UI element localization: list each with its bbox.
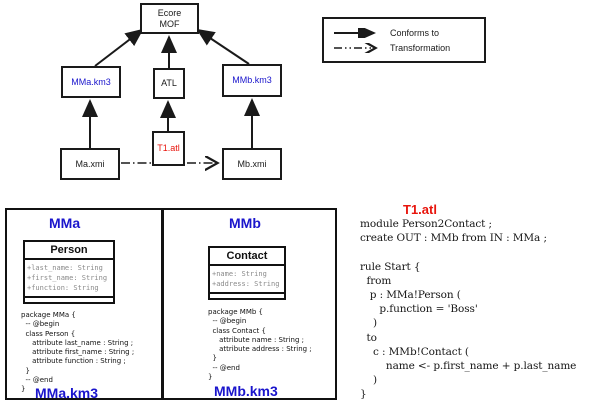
person-class-box: Person +last_name: String +first_name: S…: [23, 240, 115, 304]
node-atl-label: ATL: [161, 78, 177, 88]
contact-class-box: Contact +name: String +address: String: [208, 246, 286, 300]
person-class-name: Person: [25, 242, 113, 260]
mma-km3-code: package MMa { -- @begin class Person { a…: [21, 311, 135, 394]
solid-arrow-icon: [334, 27, 376, 38]
node-mmb-km3-label: MMb.km3: [232, 75, 272, 85]
node-atl: ATL: [153, 68, 185, 99]
mmb-title: MMb: [229, 215, 261, 231]
mmb-km3-code: package MMb { -- @begin class Contact { …: [208, 308, 312, 382]
panel-divider: [161, 210, 164, 398]
node-mmb-km3: MMb.km3: [222, 64, 282, 97]
node-t1-atl: T1.atl: [152, 131, 185, 166]
node-ma-xmi-label: Ma.xmi: [75, 158, 105, 169]
class-attribute: +address: String: [212, 280, 280, 288]
mma-km3-footer: MMa.km3: [35, 384, 99, 401]
arrow-mmakm3-to-ecore: [94, 28, 144, 67]
node-mma-km3: MMa.km3: [61, 66, 121, 98]
legend-conforms-label: Conforms to: [390, 27, 440, 38]
legend-row-conforms: Conforms to: [332, 27, 484, 38]
contact-attributes: +name: String +address: String: [210, 266, 284, 292]
mmb-section: MMb Contact +name: String +address: Stri…: [164, 210, 332, 398]
node-t1-atl-label: T1.atl: [157, 143, 180, 153]
mma-section: MMa Person +last_name: String +first_nam…: [7, 210, 161, 401]
node-ma-xmi: Ma.xmi: [60, 148, 120, 180]
dashdot-arrow-icon: [334, 43, 380, 53]
node-ecore-mof-label: Ecore MOF: [157, 7, 182, 29]
node-ecore-mof: Ecore MOF: [140, 3, 199, 34]
class-attribute: +name: String: [212, 270, 267, 278]
person-operations-compartment: [25, 296, 113, 302]
legend-box: Conforms to Transformation: [322, 17, 486, 63]
person-attributes: +last_name: String +first_name: String +…: [25, 260, 113, 296]
mmb-km3-footer: MMb.km3: [214, 383, 278, 400]
metamodel-panel: MMa Person +last_name: String +first_nam…: [5, 208, 337, 400]
mma-title: MMa: [49, 215, 81, 231]
atl-listing-code: module Person2Contact ; create OUT : MMb…: [360, 218, 577, 401]
class-attribute: +function: String: [27, 284, 99, 292]
legend-row-transformation: Transformation: [332, 42, 484, 53]
class-attribute: +last_name: String: [27, 264, 103, 272]
atl-listing-title: T1.atl: [403, 202, 437, 217]
legend-transformation-label: Transformation: [390, 42, 451, 53]
node-mma-km3-label: MMa.km3: [71, 76, 111, 87]
arrow-mmbkm3-to-ecore: [196, 28, 250, 65]
class-attribute: +first_name: String: [27, 274, 108, 282]
contact-operations-compartment: [210, 292, 284, 298]
node-mb-xmi: Mb.xmi: [222, 148, 282, 180]
node-mb-xmi-label: Mb.xmi: [237, 158, 267, 169]
contact-class-name: Contact: [210, 248, 284, 266]
